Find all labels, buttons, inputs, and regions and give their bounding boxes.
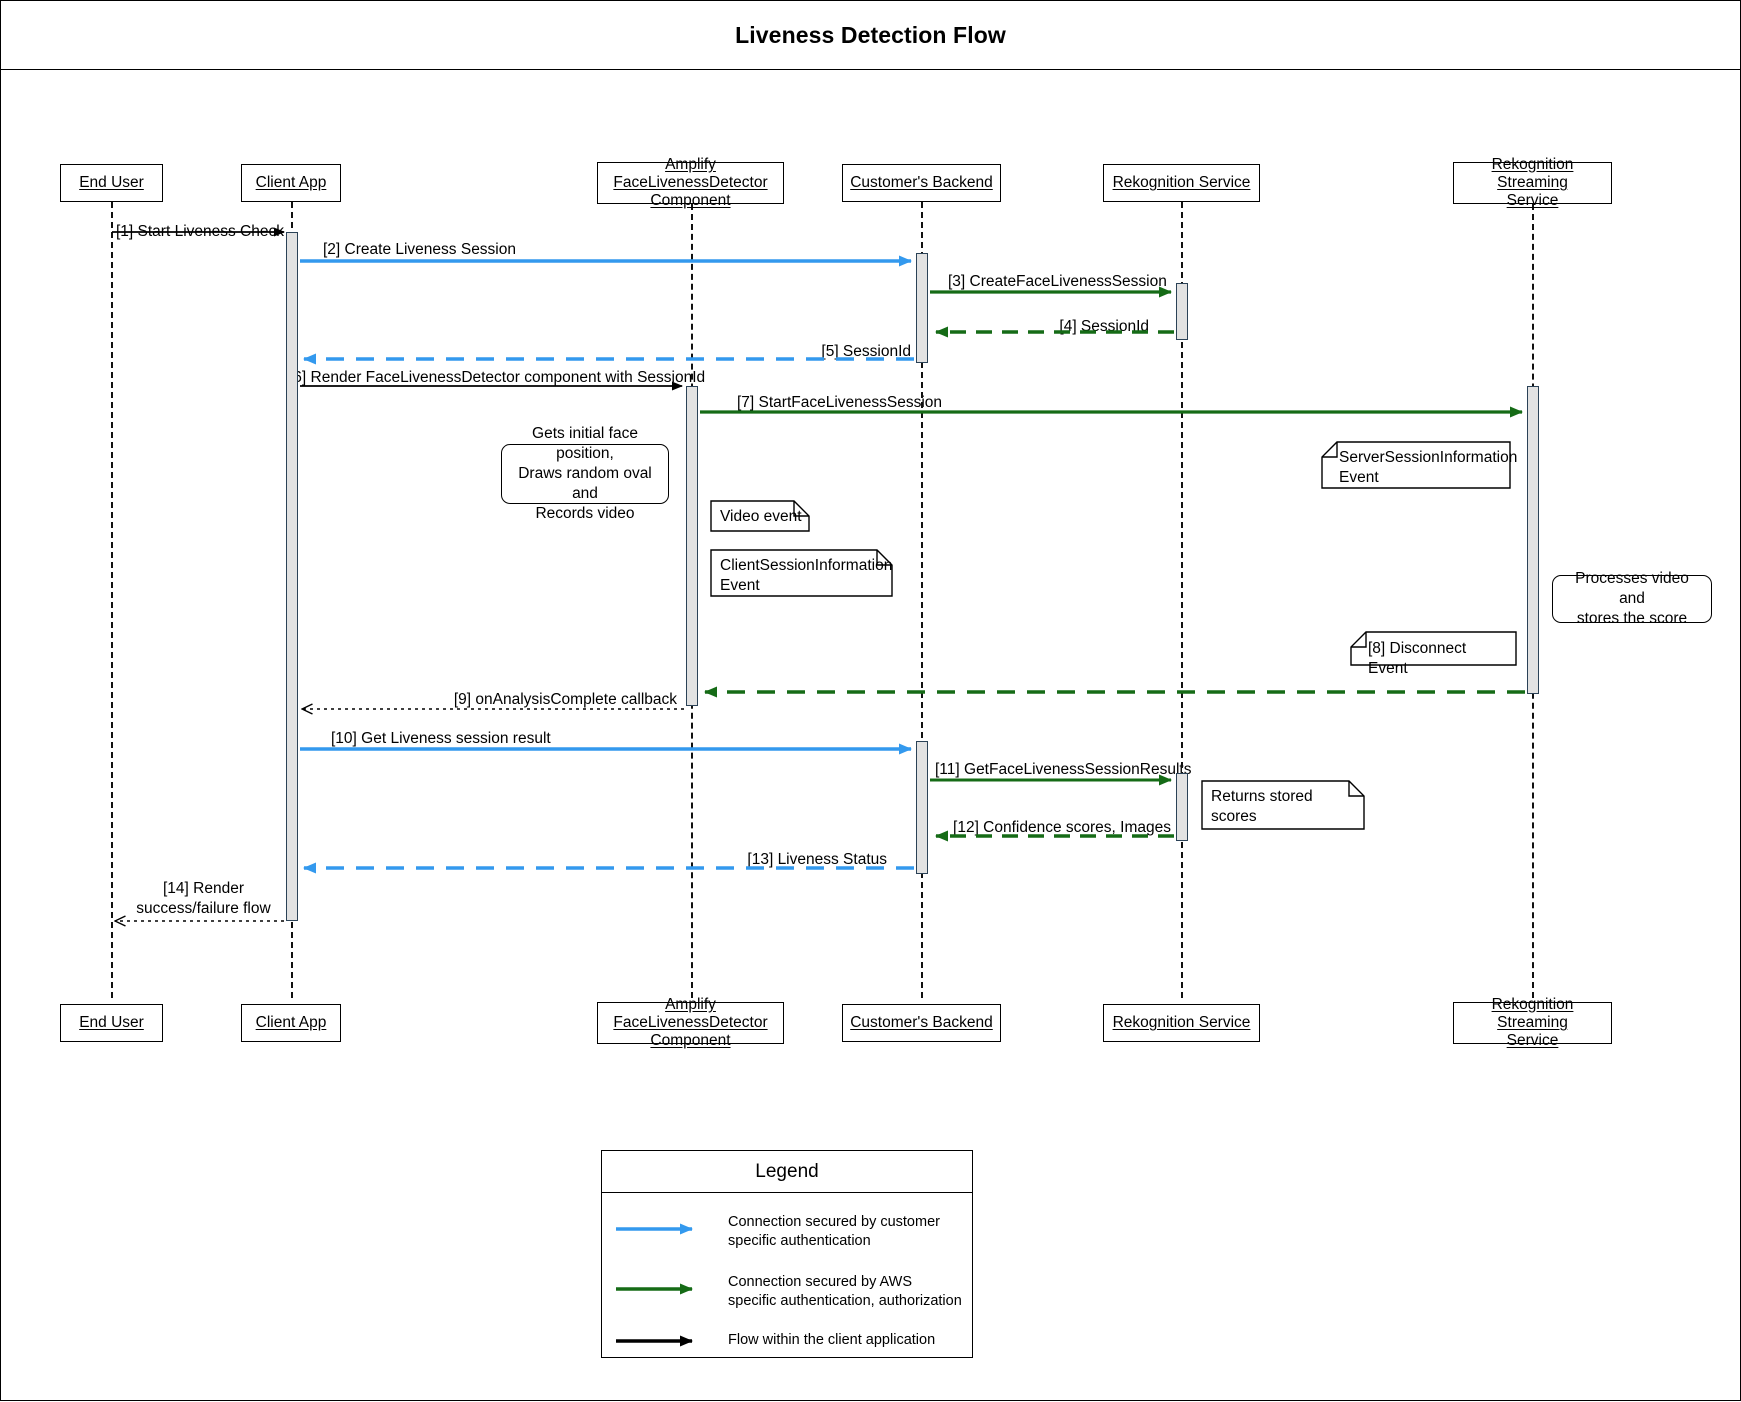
note-gets-initial-face-position: Gets initial face position, Draws random… xyxy=(501,425,669,522)
actor-label-client-app-bottom: Client App xyxy=(255,1013,327,1031)
note-shape-fold-right-icon xyxy=(710,500,810,532)
message-label-7: [7] StartFaceLivenessSession xyxy=(737,394,943,411)
message-label-5: [5] SessionId xyxy=(821,343,911,360)
actor-box-customers-backend-bottom[interactable]: Customer's Backend xyxy=(842,1004,1001,1042)
legend-entry-text: Connection secured by customer specific … xyxy=(728,1214,940,1249)
message-label-14: [14] Render success/failure flow xyxy=(136,880,271,917)
actor-box-client-app-bottom[interactable]: Client App xyxy=(241,1004,341,1042)
legend-entry-customer-auth: Connection secured by customer specific … xyxy=(728,1213,964,1250)
actor-box-amplify-component-top[interactable]: Amplify FaceLivenessDetector Component xyxy=(597,156,784,209)
legend-arrows-layer xyxy=(616,1223,693,1347)
actor-label-rekognition-streaming-service: Rekognition Streaming Service xyxy=(1491,155,1574,210)
legend-entry-text: Flow within the client application xyxy=(728,1332,936,1348)
activation-rekognition-service-2 xyxy=(1176,773,1188,841)
page-title: Liveness Detection Flow xyxy=(735,21,1006,48)
note-disconnect-event: [8] Disconnect Event xyxy=(1350,631,1517,677)
legend-entry-client-flow: Flow within the client application xyxy=(728,1331,968,1350)
actor-box-customers-backend-top[interactable]: Customer's Backend xyxy=(842,164,1001,202)
note-shape-fold-left-icon xyxy=(1350,631,1517,666)
actor-label-rekognition-streaming-service-bottom: Rekognition Streaming Service xyxy=(1491,995,1574,1050)
lifeline-customers-backend xyxy=(921,202,923,998)
actor-box-end-user-top[interactable]: End User xyxy=(60,164,163,202)
actor-box-end-user-bottom[interactable]: End User xyxy=(60,1004,163,1042)
note-returns-stored-scores: Returns stored scores xyxy=(1201,780,1365,830)
message-label-3: [3] CreateFaceLivenessSession xyxy=(948,273,1167,290)
note-video-event: Video event xyxy=(710,500,810,532)
note-server-session-information-event: ServerSessionInformation Event xyxy=(1321,441,1518,489)
note-text: Video event xyxy=(720,508,802,525)
activation-rekognition-streaming-1 xyxy=(1527,386,1539,694)
legend-title: Legend xyxy=(602,1151,972,1193)
note-text: ServerSessionInformation Event xyxy=(1339,449,1518,486)
actor-label-end-user: End User xyxy=(79,173,144,191)
actor-label-customers-backend: Customer's Backend xyxy=(850,173,993,191)
diagram-title-bar: Liveness Detection Flow xyxy=(1,1,1740,70)
actor-label-amplify-component-bottom: Amplify FaceLivenessDetector Component xyxy=(613,995,768,1050)
actor-label-end-user-bottom: End User xyxy=(79,1013,144,1031)
message-label-10: [10] Get Liveness session result xyxy=(331,730,551,747)
actor-box-rekognition-service-bottom[interactable]: Rekognition Service xyxy=(1103,1004,1260,1042)
legend-panel: Legend Connection secured by customer sp… xyxy=(601,1150,973,1358)
note-shape-fold-right-icon xyxy=(710,549,893,597)
activation-client-app-1 xyxy=(286,232,298,921)
message-label-13: [13] Liveness Status xyxy=(747,851,887,868)
activation-customers-backend-2 xyxy=(916,741,928,874)
actor-box-rekognition-streaming-service-bottom[interactable]: Rekognition Streaming Service xyxy=(1453,996,1612,1049)
note-text: [8] Disconnect Event xyxy=(1368,640,1467,677)
actor-box-rekognition-service-top[interactable]: Rekognition Service xyxy=(1103,164,1260,202)
actor-label-amplify-component: Amplify FaceLivenessDetector Component xyxy=(613,155,768,210)
note-shape-fold-right-icon xyxy=(1201,780,1365,830)
message-label-9: [9] onAnalysisComplete callback xyxy=(453,691,677,708)
lifeline-end-user xyxy=(111,202,113,998)
note-text: Gets initial face position, Draws random… xyxy=(518,425,652,522)
legend-entry-text: Connection secured by AWS specific authe… xyxy=(728,1274,962,1309)
message-label-2: [2] Create Liveness Session xyxy=(323,241,516,258)
note-text: Processes video and stores the score xyxy=(1575,570,1689,627)
actor-box-rekognition-streaming-service-top[interactable]: Rekognition Streaming Service xyxy=(1453,156,1612,209)
activation-amplify-component-1 xyxy=(686,386,698,706)
legend-entry-aws-auth: Connection secured by AWS specific authe… xyxy=(728,1273,968,1310)
note-text: ClientSessionInformation Event xyxy=(720,557,893,594)
activation-customers-backend-1 xyxy=(916,253,928,363)
note-client-session-information-event: ClientSessionInformation Event xyxy=(710,549,893,597)
actor-box-client-app-top[interactable]: Client App xyxy=(241,164,341,202)
message-label-12: [12] Confidence scores, Images xyxy=(953,819,1171,836)
note-shape-fold-left-icon xyxy=(1321,441,1511,489)
actor-box-amplify-component-bottom[interactable]: Amplify FaceLivenessDetector Component xyxy=(597,996,784,1049)
actor-label-rekognition-service-bottom: Rekognition Service xyxy=(1112,1013,1251,1031)
lifeline-rekognition-service xyxy=(1181,202,1183,998)
actor-label-customers-backend-bottom: Customer's Backend xyxy=(850,1013,993,1031)
message-label-11: [11] GetFaceLivenessSessionResults xyxy=(935,761,1192,778)
activation-rekognition-service-1 xyxy=(1176,283,1188,340)
actor-label-client-app: Client App xyxy=(255,173,327,191)
actor-label-rekognition-service: Rekognition Service xyxy=(1112,173,1251,191)
note-processes-video-and-stores-the-score: Processes video and stores the score xyxy=(1552,570,1712,627)
note-text: Returns stored scores xyxy=(1211,788,1313,825)
